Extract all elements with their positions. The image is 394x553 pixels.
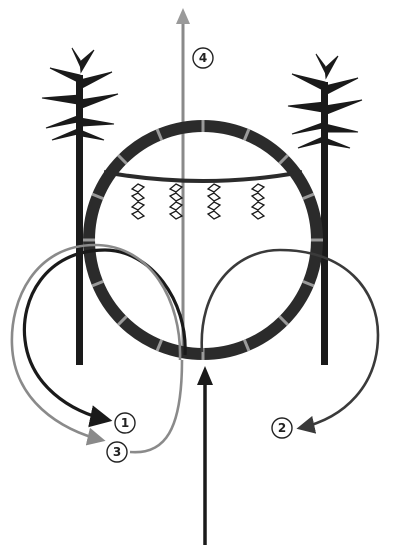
shide-streamer-icon (208, 184, 220, 219)
entry-arrow (197, 366, 213, 545)
bamboo-left-icon (42, 48, 118, 365)
shide-streamer-icon (132, 184, 144, 219)
svg-text:2: 2 (278, 421, 286, 435)
svg-text:1: 1 (121, 416, 129, 430)
shide-streamers (132, 184, 264, 219)
path-1-arrow (24, 250, 185, 420)
step-3-badge: 3 (107, 442, 127, 462)
step-2-badge: 2 (272, 418, 292, 438)
path-3-tail (130, 360, 182, 452)
shide-streamer-icon (252, 184, 264, 219)
bamboo-right-icon (288, 54, 362, 365)
svg-text:4: 4 (199, 51, 207, 65)
step-1-badge: 1 (115, 413, 135, 433)
shide-streamer-icon (170, 184, 182, 219)
svg-text:3: 3 (113, 445, 121, 459)
path-2-arrow (202, 250, 378, 428)
shimenawa-rope (104, 172, 302, 181)
step-4-badge: 4 (193, 48, 213, 68)
